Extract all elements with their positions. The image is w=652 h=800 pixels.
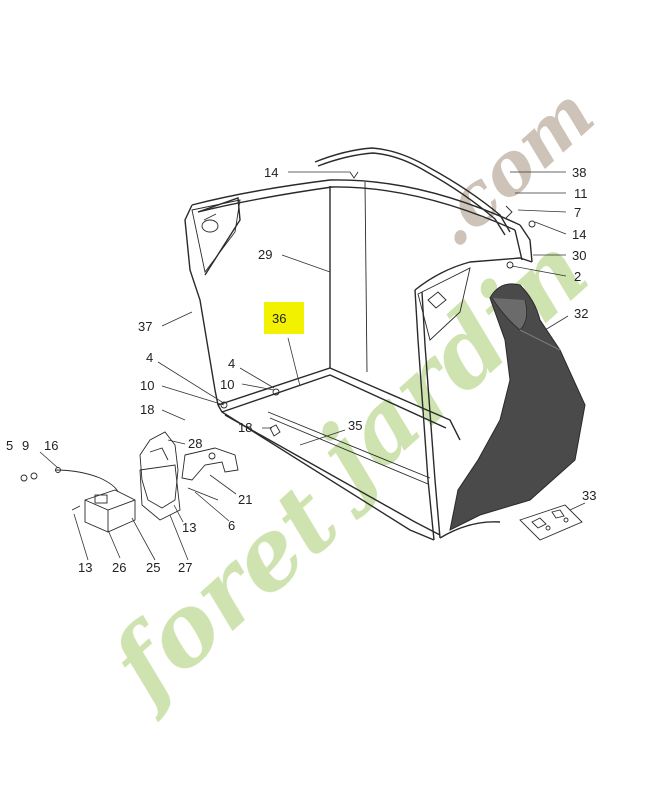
label-35: 35 <box>348 418 362 433</box>
label-16: 16 <box>44 438 58 453</box>
label-27: 27 <box>178 560 192 575</box>
label-29: 29 <box>258 247 272 262</box>
label-14-right: 14 <box>572 227 586 242</box>
label-30: 30 <box>572 248 586 263</box>
part-36-highlight <box>264 302 304 334</box>
grass-bag <box>449 283 586 531</box>
label-13-mid: 13 <box>182 520 196 535</box>
label-5: 5 <box>6 438 13 453</box>
label-13-bottom: 13 <box>78 560 92 575</box>
label-2: 2 <box>574 269 581 284</box>
label-21: 21 <box>238 492 252 507</box>
label-4-mid: 4 <box>228 356 235 371</box>
label-32: 32 <box>574 306 588 321</box>
leader-lines <box>39 171 586 561</box>
label-18-left: 18 <box>140 402 154 417</box>
label-26: 26 <box>112 560 126 575</box>
label-9: 9 <box>22 438 29 453</box>
label-18-mid: 18 <box>238 420 252 435</box>
label-33: 33 <box>582 488 596 503</box>
label-10-left: 10 <box>140 378 154 393</box>
watermark-foret: foret <box>85 463 359 726</box>
label-14-top: 14 <box>264 165 278 180</box>
label-11: 11 <box>574 186 588 201</box>
label-7: 7 <box>574 205 581 220</box>
label-10-mid: 10 <box>220 377 234 392</box>
label-25: 25 <box>146 560 160 575</box>
label-37: 37 <box>138 319 152 334</box>
grass-catcher-frame <box>184 147 536 541</box>
label-38: 38 <box>572 165 586 180</box>
label-6: 6 <box>228 518 235 533</box>
label-4-left: 4 <box>146 350 153 365</box>
label-36: 36 <box>272 311 286 326</box>
latch-assembly <box>20 424 281 533</box>
part-labels: 14 38 11 7 14 30 2 29 32 37 36 4 4 10 10… <box>6 165 596 575</box>
part-33-bracket <box>519 504 583 541</box>
label-28: 28 <box>188 436 202 451</box>
